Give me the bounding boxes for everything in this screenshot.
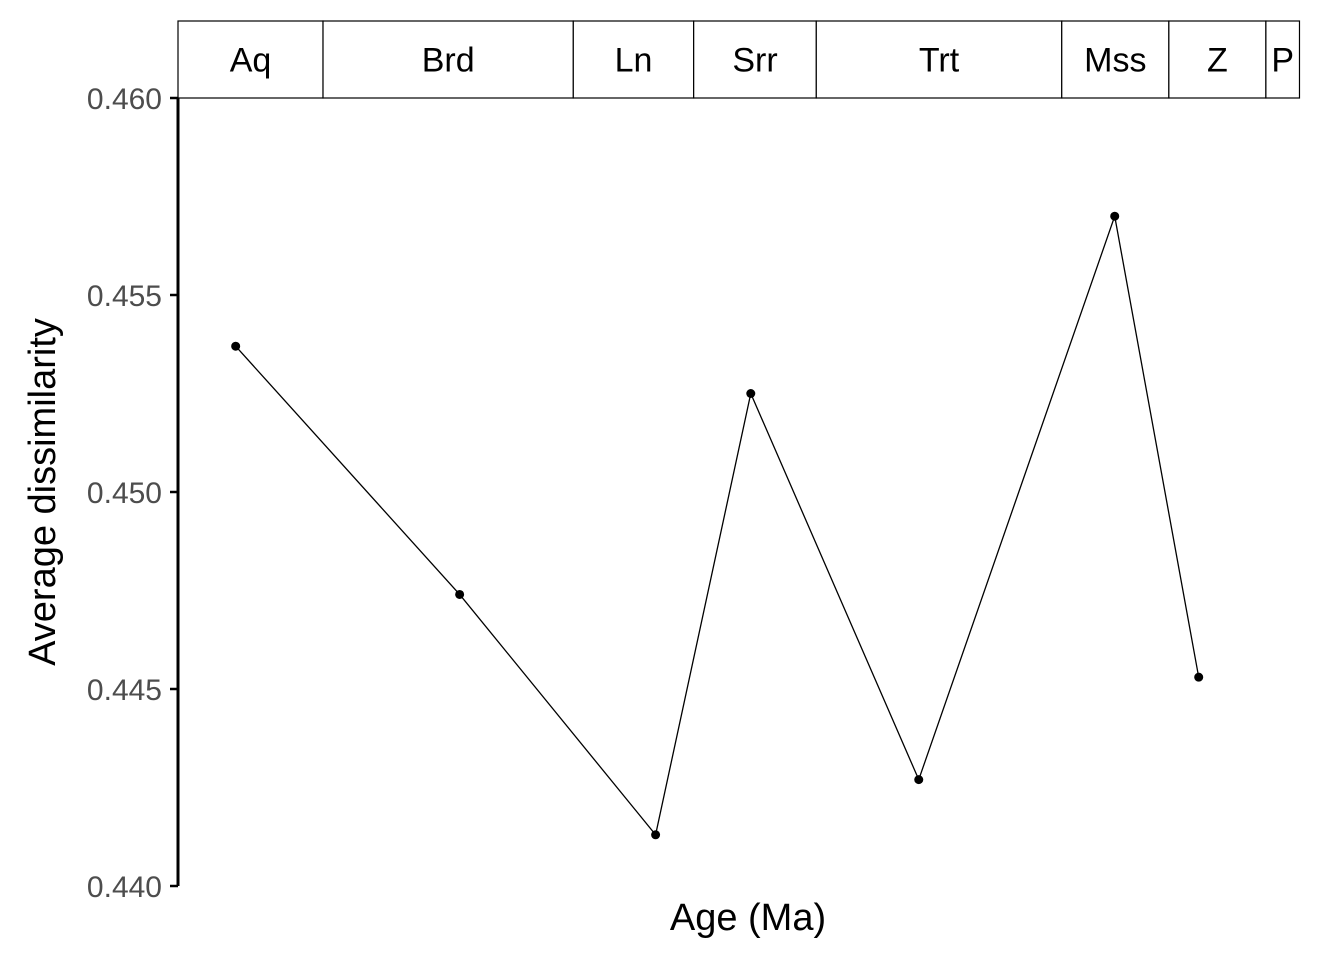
y-tick-label: 0.440 (87, 871, 162, 904)
stage-box-srr (693, 20, 817, 99)
data-point (455, 589, 465, 599)
series-line (235, 213, 1200, 837)
y-tick-label: 0.450 (87, 477, 162, 510)
data-point (914, 775, 924, 785)
data-point (651, 830, 661, 840)
y-tick-label: 0.455 (87, 280, 162, 313)
stage-label-srr: Srr (732, 42, 777, 80)
stage-box-z (1168, 20, 1267, 99)
stage-box-brd (322, 20, 574, 99)
stage-label-p: P (1271, 42, 1294, 80)
stage-band: Aq Brd Ln Srr Trt Mss Z P (177, 20, 1301, 99)
data-point (1194, 672, 1204, 682)
stage-box-aq (177, 20, 324, 99)
stage-label-mss: Mss (1084, 42, 1146, 80)
stage-label-aq: Aq (230, 42, 272, 80)
stage-label-z: Z (1207, 42, 1228, 80)
stage-box-mss (1061, 20, 1170, 99)
y-tick-label: 0.445 (87, 674, 162, 707)
series-layer (231, 211, 1204, 840)
data-point (231, 341, 241, 351)
x-axis-title: Age (Ma) (670, 897, 826, 939)
stage-box-ln (572, 20, 695, 99)
stage-label-ln: Ln (615, 42, 653, 80)
stage-label-trt: Trt (919, 42, 960, 80)
stage-box-trt (815, 20, 1063, 99)
stage-box-p (1265, 20, 1301, 99)
y-axis: 0.440 0.445 0.450 0.455 0.460 (87, 83, 180, 904)
data-point (1110, 211, 1120, 221)
y-tick-label: 0.460 (87, 83, 162, 116)
y-axis-title: Average dissimilarity (22, 318, 64, 666)
stage-label-brd: Brd (422, 42, 475, 80)
data-point (746, 389, 756, 398)
